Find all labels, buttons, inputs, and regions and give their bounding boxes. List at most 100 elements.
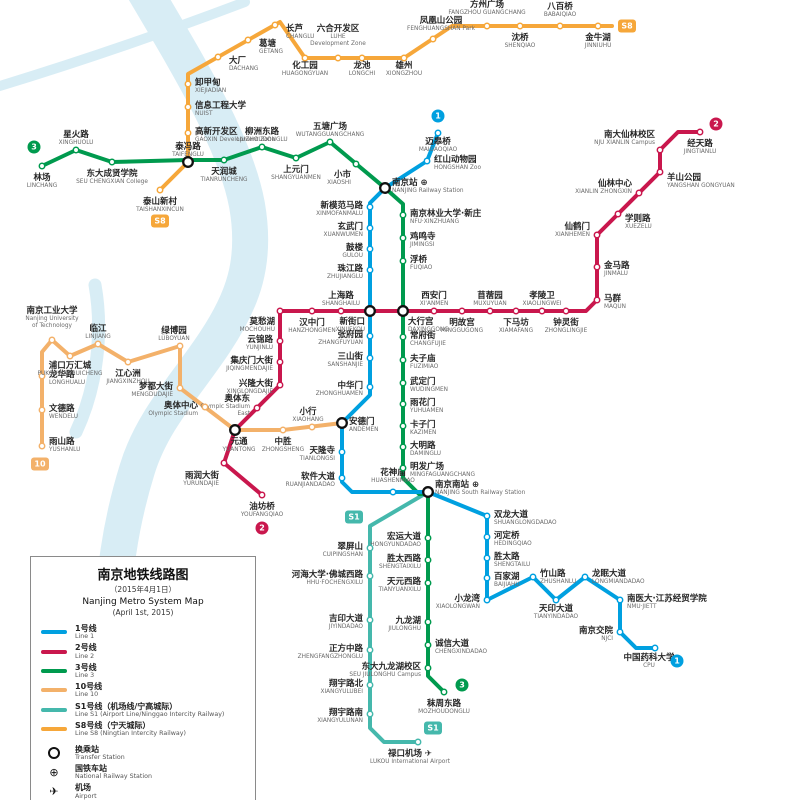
station-label-en: YUSHANLU (48, 447, 80, 453)
station-label-zh: 奥体中心 (163, 400, 199, 411)
station-marker (184, 103, 192, 111)
station-marker (593, 296, 601, 304)
station-marker (399, 379, 407, 387)
station-marker (48, 336, 56, 344)
station-marker (529, 573, 537, 581)
station-label-zh: 玄武门 (337, 221, 363, 232)
legend-symbol-zh: 机场 (75, 783, 91, 793)
station-label-en: XIAOSHI (327, 180, 351, 186)
station-label-zh: 胜太西路 (386, 553, 422, 564)
station-label-en: ANDEMEN (349, 427, 378, 433)
station-label-en: LONGCHI (349, 71, 376, 77)
station-marker (276, 358, 284, 366)
station-label-zh: 中国药科大学 (623, 652, 675, 663)
station-marker (184, 80, 192, 88)
transfer-station-marker (422, 486, 434, 498)
station-label-en: NJCI (601, 636, 613, 642)
station-label-en: WUDINGMEN (410, 387, 448, 393)
station-label-en: YOUFANGQIAO (240, 512, 284, 518)
station-label-zh: 河海大学·佛城西路 (292, 569, 364, 580)
station-label-zh: 迈皋桥 (425, 136, 451, 147)
station-label-zh: 小市 (333, 169, 352, 180)
station-marker (424, 534, 432, 542)
station-marker (72, 146, 80, 154)
station-label-zh: 东大成贤学院 (86, 168, 138, 179)
station-label-zh: 江心洲 (115, 368, 141, 379)
station-label-zh: 宏运大道 (387, 531, 422, 542)
station-label-zh: 三山街 (337, 351, 363, 362)
station-label-en: CUIPINGSHAN (323, 552, 363, 558)
line-badge-1: 1 (670, 654, 684, 668)
station-nanjing-south-railway-station: 南京南站 ⊕NANJING South Railway Station (422, 479, 526, 498)
station-marker (424, 618, 432, 626)
line-badge-3: 3 (27, 140, 41, 154)
station-label-en: GETANG (259, 49, 284, 55)
legend-line-en: Line S8 (Ningtian Intercity Railway) (75, 730, 186, 738)
station-marker (258, 143, 266, 151)
station-label-zh: 绿博园 (161, 325, 187, 336)
station-marker (271, 21, 279, 29)
station-label-zh: 天润城 (211, 166, 237, 177)
line-badge-s1: S1 (345, 510, 363, 524)
station-marker (124, 358, 132, 366)
station-label-zh: 吉印大道 (329, 613, 364, 624)
station-marker (399, 464, 407, 472)
station-label-en: TAIFENGLU (171, 152, 204, 158)
station-marker (156, 186, 164, 194)
station-marker (424, 579, 432, 587)
station-label-zh: 秣周东路 (427, 698, 462, 709)
station-marker (556, 22, 564, 30)
station-marker (326, 138, 334, 146)
station-label-en: ZHUSHANLU (540, 579, 576, 585)
station-label-zh: 羊山公园 (667, 172, 701, 183)
station-marker (366, 646, 374, 654)
line-badge-label: 1 (435, 112, 441, 121)
station-label-en: LONGHUALU (49, 380, 85, 386)
station-label-zh: 鼓楼 (346, 242, 364, 253)
legend-symbol-en: National Railway Station (75, 773, 152, 781)
station-marker (308, 307, 316, 315)
legend-swatch-line3 (41, 669, 67, 674)
line-badge-label: 3 (459, 681, 465, 690)
station-label-zh: 南大仙林校区 (604, 129, 656, 140)
legend-symbol-zh: 换乘站 (75, 744, 99, 754)
station-label-en: JIANGXINZHOU (105, 379, 149, 385)
station-label-en: MUXUYUAN (473, 301, 507, 307)
station-label-en: LONGMIANDADAO (592, 579, 645, 585)
station-label-zh: 翠屏山 (337, 541, 363, 552)
station-marker (430, 307, 438, 315)
station-label-en: XIANGYULUNAN (317, 718, 363, 724)
legend-symbol-en: Transfer Station (75, 753, 125, 761)
metro-line-s1 (368, 490, 430, 744)
station-label-en: JINMALU (603, 271, 628, 277)
station-label-en: TIANLONGSI (299, 456, 336, 462)
legend-line-en: Line 2 (75, 652, 95, 660)
station-marker (593, 231, 601, 239)
station-label-en: DACHANG (229, 66, 259, 72)
line-badge-label: S1 (427, 724, 439, 733)
station-label-zh: 张府园 (337, 329, 363, 340)
station-marker (38, 162, 46, 170)
station-label-zh: 小龙湾 (453, 593, 480, 604)
station-label-en: XI'ANMEN (420, 301, 449, 307)
station-marker (458, 307, 466, 315)
station-marker (338, 448, 346, 456)
